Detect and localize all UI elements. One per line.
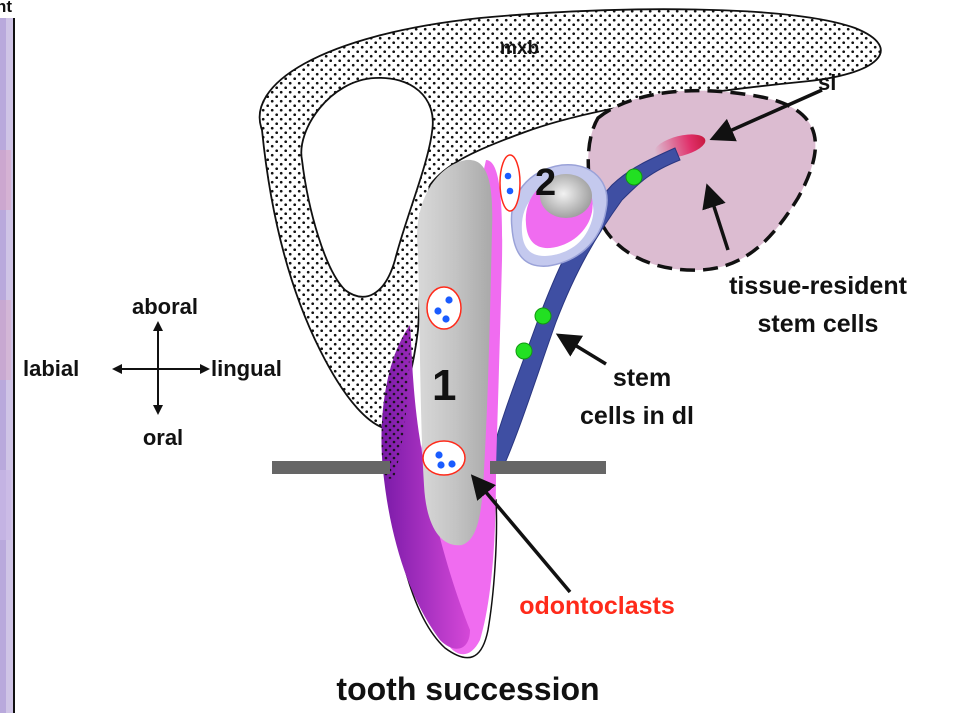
caption: tooth succession [336,671,599,707]
histology-fragment [0,18,14,713]
orientation-compass: aboral oral labial lingual [23,294,282,450]
mxb-label: mxb [500,38,539,59]
odontoclast-cell [500,155,520,211]
axis-oral: oral [143,425,183,450]
stem-dl-label-line1: stem [613,364,671,392]
stem-dl-label-line2: cells in dl [580,402,694,430]
gum-line-left [272,461,390,474]
corner-fragment-label: nt [0,0,12,16]
tissue-resident-label-line2: stem cells [758,310,879,338]
stem-cells-arrow [560,336,606,364]
odontoclast-cell [423,441,465,475]
axis-lingual: lingual [211,356,282,381]
gum-line-right [490,461,606,474]
tissue-resident-label-line1: tissue-resident [729,272,908,300]
odontoclast-cell [427,287,461,329]
odontoclasts-label: odontoclasts [519,592,675,620]
tooth-2-label: 2 [535,162,556,204]
axis-aboral: aboral [132,294,198,319]
tooth-2 [511,165,607,266]
tooth-1-label: 1 [432,361,456,410]
axis-labial: labial [23,356,79,381]
